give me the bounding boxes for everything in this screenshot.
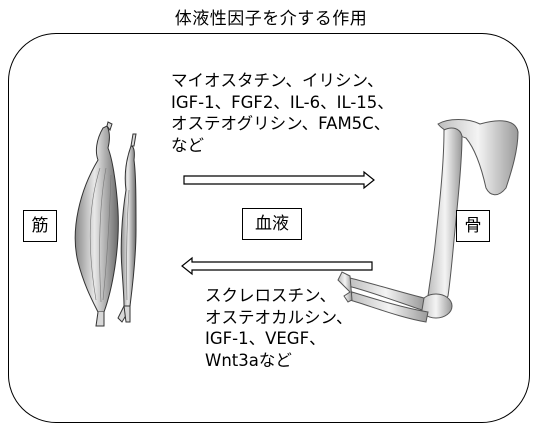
outer-frame — [8, 33, 530, 423]
muscle-to-bone-factors: マイオスタチン、イリシン、 IGF-1、FGF2、IL-6、IL-15、 オステ… — [171, 70, 394, 156]
factor-line: など — [171, 135, 204, 155]
bone-label: 骨 — [456, 210, 490, 242]
right-arrow-icon — [183, 170, 375, 190]
factor-line: マイオスタチン、イリシン、 — [171, 71, 384, 90]
diagram-title: 体液性因子を介する作用 — [174, 9, 368, 29]
left-arrow-icon — [181, 256, 373, 276]
factor-line: オステオグリシン、FAM5C、 — [171, 114, 391, 133]
muscle-illustration-icon — [74, 121, 137, 327]
factor-line: IGF-1、VEGF、 — [205, 329, 326, 348]
factor-line: IGF-1、FGF2、IL-6、IL-15、 — [171, 92, 394, 112]
factor-line: オステオカルシン、 — [205, 307, 353, 327]
factor-line: スクレロスチン、 — [205, 286, 337, 305]
factor-line: Wnt3aなど — [205, 350, 292, 370]
muscle-label: 筋 — [23, 210, 57, 242]
blood-label: 血液 — [242, 208, 302, 240]
bone-to-muscle-factors: スクレロスチン、 オステオカルシン、 IGF-1、VEGF、 Wnt3aなど — [205, 285, 353, 371]
bone-illustration-icon — [337, 119, 519, 323]
